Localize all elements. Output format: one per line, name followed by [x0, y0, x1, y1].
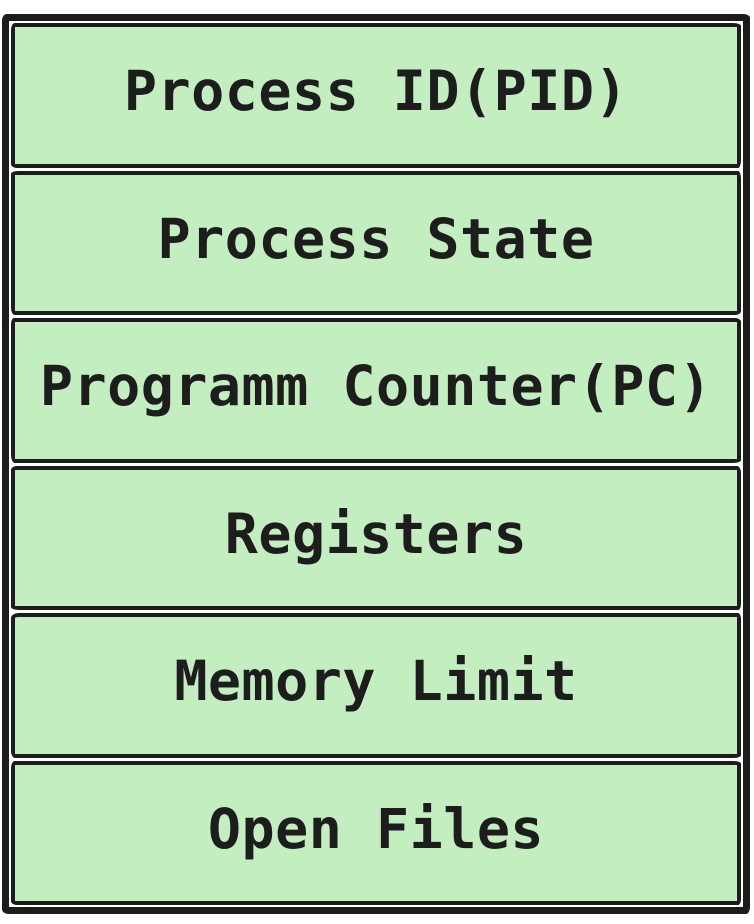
- pcb-row-memory-limit: Memory Limit: [11, 613, 741, 758]
- pcb-row-open-files: Open Files: [11, 760, 741, 905]
- pcb-row-memory-limit-label: Memory Limit: [174, 649, 578, 714]
- pcb-row-registers: Registers: [11, 465, 741, 610]
- pcb-row-process-state: Process State: [11, 170, 741, 315]
- pcb-row-registers-label: Registers: [224, 501, 528, 566]
- pcb-row-process-id: Process ID(PID): [11, 23, 741, 168]
- pcb-row-program-counter-label: Programm Counter(PC): [39, 354, 713, 419]
- pcb-row-process-state-label: Process State: [157, 206, 595, 271]
- process-control-block: Process ID(PID) Process State Programm C…: [2, 14, 750, 914]
- pcb-row-process-id-label: Process ID(PID): [123, 59, 629, 124]
- pcb-row-program-counter: Programm Counter(PC): [11, 318, 741, 463]
- pcb-row-open-files-label: Open Files: [207, 796, 545, 861]
